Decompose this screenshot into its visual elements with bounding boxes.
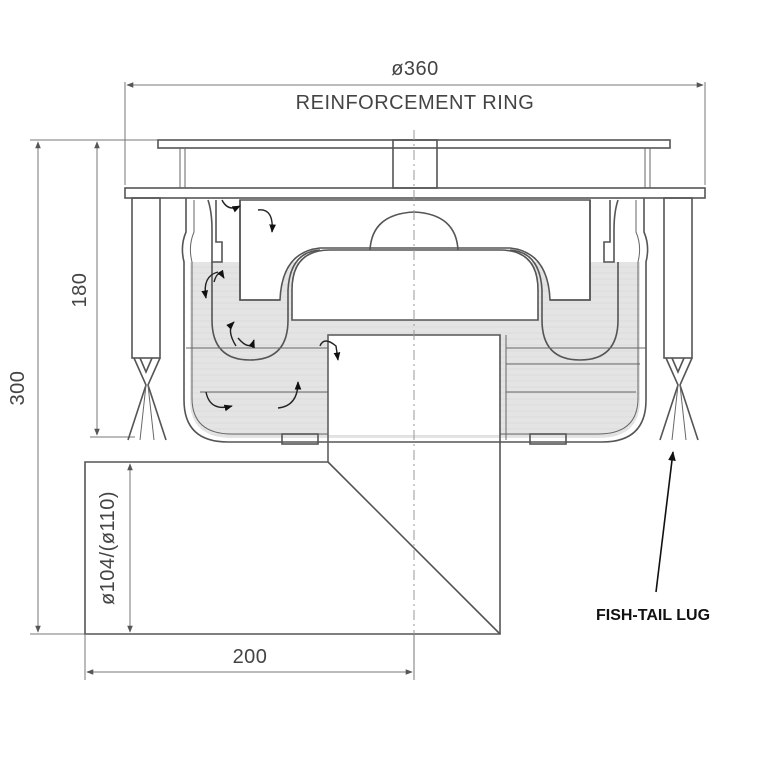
flow-arrows bbox=[201, 199, 341, 412]
fish-tail-lug-label: FISH-TAIL LUG bbox=[596, 607, 710, 624]
lug-left bbox=[127, 197, 167, 441]
reinforcement-ring bbox=[124, 139, 706, 199]
height-total-label: 300 bbox=[7, 371, 29, 406]
height-total-dimension: 300 bbox=[7, 139, 160, 635]
lug-right bbox=[659, 197, 699, 441]
reinforcement-ring-label: REINFORCEMENT RING bbox=[296, 92, 535, 114]
outlet-diameter-dimension: ø104/(ø110) bbox=[97, 463, 133, 633]
height-upper-dimension: 180 bbox=[69, 141, 135, 438]
outlet-length-dimension: 200 bbox=[84, 634, 415, 680]
outlet-length-label: 200 bbox=[233, 646, 268, 668]
ring-diameter-label: ø360 bbox=[391, 58, 439, 80]
fish-tail-lug-callout: FISH-TAIL LUG bbox=[596, 451, 710, 624]
ring-diameter-dimension: ø360 REINFORCEMENT RING bbox=[124, 58, 706, 185]
outlet-diameter-label: ø104/(ø110) bbox=[97, 491, 119, 605]
height-upper-label: 180 bbox=[69, 273, 91, 308]
